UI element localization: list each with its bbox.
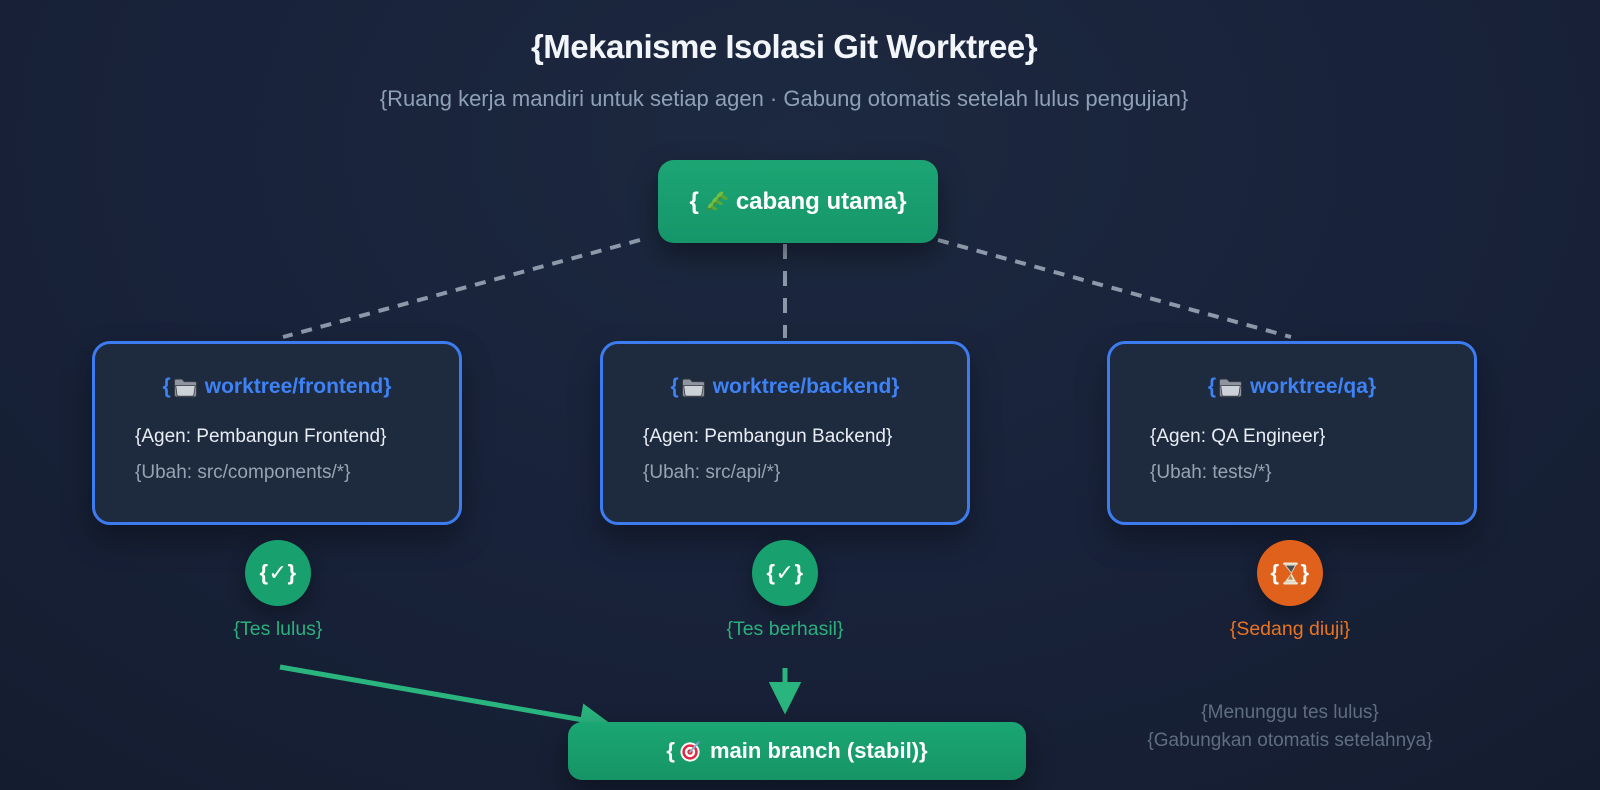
- worktree-scope: {Ubah: src/api/*}: [643, 462, 781, 483]
- worktree-agent: {Agen: Pembangun Backend}: [643, 426, 893, 447]
- pending-note-line2: {Gabungkan otomatis setelahnya}: [1147, 730, 1433, 751]
- brace-close: }: [1300, 560, 1310, 585]
- root-branch-node: { cabang utama}: [658, 160, 938, 243]
- brace-open: {: [689, 187, 699, 215]
- dashed-link-frontend: [282, 238, 641, 339]
- check-icon: {✓}: [259, 560, 297, 585]
- brace-open: {: [670, 375, 679, 398]
- pending-note: {Menunggu tes lulus} {Gabungkan otomatis…: [1090, 699, 1490, 755]
- page-subtitle: {Ruang kerja mandiri untuk setiap agen ·…: [379, 86, 1189, 111]
- status-badge-qa: { }: [1257, 540, 1323, 606]
- worktree-card-qa: { worktree/qa} {Agen: QA Engineer} {Ubah…: [1107, 341, 1477, 525]
- worktree-card-backend: { worktree/backend} {Agen: Pembangun Bac…: [600, 341, 970, 525]
- brace-open: {: [1207, 375, 1217, 398]
- hourglass-icon: [1282, 562, 1299, 585]
- worktree-scope: {Ubah: tests/*}: [1150, 462, 1272, 483]
- worktree-card-title: { worktree/qa}: [1150, 375, 1434, 399]
- root-branch-label: cabang utama}: [735, 187, 907, 215]
- folder-icon: [681, 377, 706, 398]
- status-label-qa: {Sedang diuji}: [1229, 618, 1351, 640]
- folder-icon: [173, 377, 198, 398]
- status-badge-frontend: {✓}: [245, 540, 311, 606]
- worktree-title: worktree/qa}: [1250, 375, 1377, 398]
- status-label-frontend: {Tes lulus}: [233, 618, 323, 640]
- worktree-card-frontend: { worktree/frontend} {Agen: Pembangun Fr…: [92, 341, 462, 525]
- status-label-backend: {Tes berhasil}: [726, 618, 844, 640]
- worktree-card-title: { worktree/frontend}: [135, 375, 419, 399]
- folder-icon: [1218, 377, 1243, 398]
- page-title: {Mekanisme Isolasi Git Worktree}: [530, 28, 1038, 65]
- worktree-scope: {Ubah: src/components/*}: [135, 462, 351, 483]
- merge-arrow-frontend: [279, 664, 613, 736]
- brace-open: {: [1270, 560, 1280, 585]
- target-icon: [679, 740, 702, 763]
- worktree-title: worktree/backend}: [712, 375, 900, 398]
- dashed-link-qa: [937, 238, 1292, 339]
- worktree-agent: {Agen: Pembangun Frontend}: [135, 426, 387, 447]
- herb-icon: [703, 189, 728, 214]
- pending-note-line1: {Menunggu tes lulus}: [1201, 702, 1379, 723]
- status-badge-backend: {✓}: [752, 540, 818, 606]
- check-icon: {✓}: [766, 560, 804, 585]
- brace-open: {: [666, 738, 675, 763]
- main-branch-node: { main branch (stabil)}: [568, 722, 1026, 780]
- main-branch-label: main branch (stabil)}: [709, 738, 928, 763]
- brace-open: {: [162, 375, 171, 398]
- worktree-card-title: { worktree/backend}: [643, 375, 927, 399]
- worktree-title: worktree/frontend}: [204, 375, 392, 398]
- worktree-agent: {Agen: QA Engineer}: [1150, 426, 1326, 447]
